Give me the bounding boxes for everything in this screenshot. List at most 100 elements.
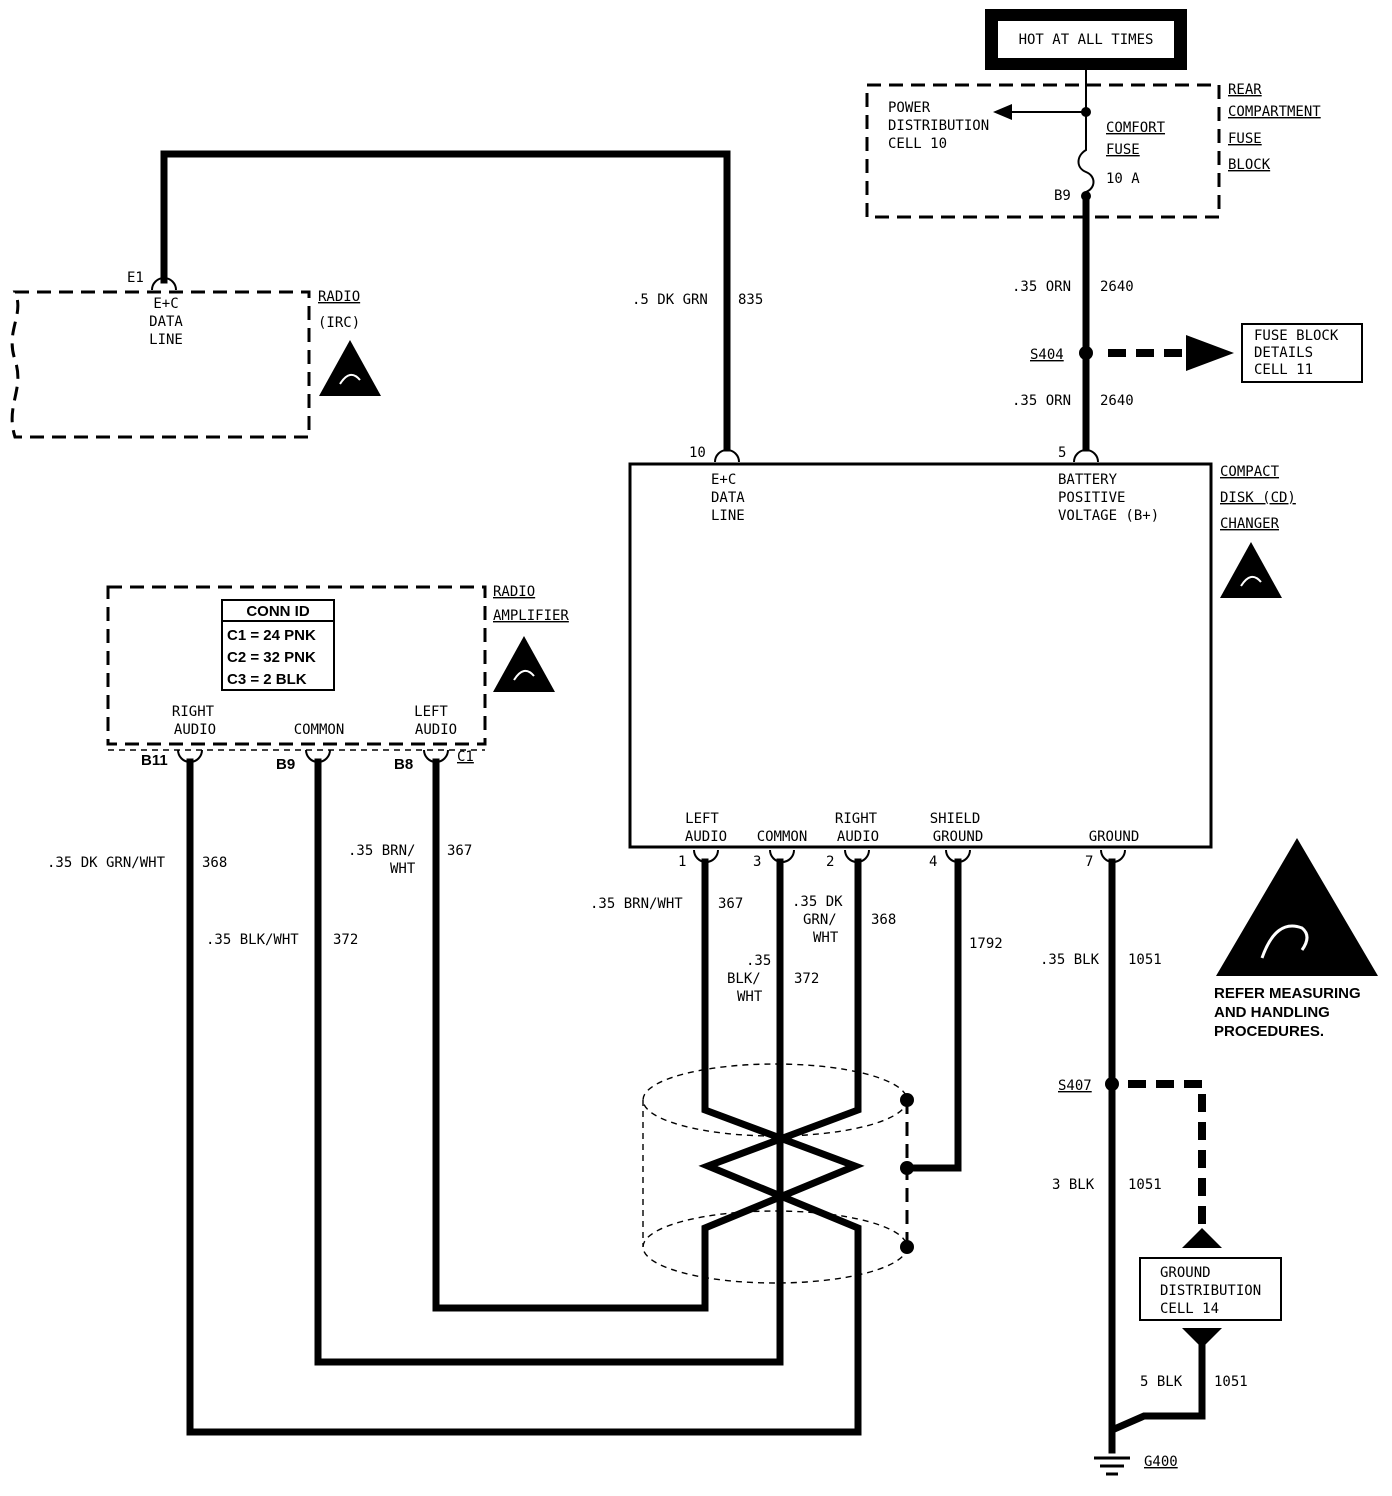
esd-note: PROCEDURES.: [1214, 1023, 1324, 1040]
cd-changer-name: DISK (CD): [1220, 490, 1296, 506]
amp-terminal-label: RIGHT: [172, 704, 215, 720]
fuse-name: COMFORT: [1106, 120, 1166, 136]
ground-distribution-box: GROUND DISTRIBUTION CELL 14: [1139, 1257, 1282, 1321]
ground-distribution-label: CELL 14: [1160, 1301, 1219, 1317]
radio-terminal-label: DATA: [149, 314, 183, 330]
fuse-block-name: REAR: [1228, 82, 1262, 98]
fuse-rating: 10 A: [1106, 171, 1140, 187]
ground-distribution-label: DISTRIBUTION: [1160, 1283, 1261, 1299]
amp-terminal-label: COMMON: [294, 722, 345, 738]
amp-terminal-label: LEFT: [414, 704, 448, 720]
wire-circuit-label: 372: [794, 971, 819, 987]
cd-pin-label: 1: [678, 854, 686, 870]
radio-amplifier: CONN ID C1 = 24 PNK C2 = 32 PNK C3 = 2 B…: [106, 584, 569, 773]
cd-pin-label: 3: [753, 854, 761, 870]
wire-circuit-label: 367: [447, 843, 472, 859]
ground-distribution-label: GROUND: [1160, 1265, 1211, 1281]
wire-circuit-label: 2640: [1100, 279, 1134, 295]
wire-835: .5 DK GRN 835: [160, 150, 763, 452]
ground-point-label: G400: [1144, 1454, 1178, 1470]
amp-terminal-label: AUDIO: [415, 722, 457, 738]
wire-gauge-label: .35 DK GRN/WHT: [47, 855, 166, 871]
wire-gauge-label: .35 BLK: [1040, 952, 1100, 968]
conn-id-row: C2 = 32 PNK: [227, 649, 316, 666]
wire-2640: .35 ORN 2640 S404 .35 ORN 2640: [1012, 192, 1234, 452]
amp-connector-label: C1: [457, 749, 474, 765]
wire-gauge-label: WHT: [737, 989, 763, 1005]
splice-label: S407: [1058, 1078, 1092, 1094]
esd-warning-large: REFER MEASURING AND HANDLING PROCEDURES.: [1214, 838, 1378, 1040]
wire-gauge-label: .5 DK GRN: [632, 292, 708, 308]
cd-terminal-label: E+C: [711, 472, 736, 488]
wire-gauge-label: WHT: [813, 930, 839, 946]
arrow-up-icon: [1182, 1228, 1222, 1248]
radio-pin-label: E1: [127, 270, 144, 286]
amp-terminal-label: AUDIO: [174, 722, 216, 738]
wire-gauge-label: .35 ORN: [1012, 393, 1071, 409]
wire-circuit-label: 372: [333, 932, 358, 948]
cd-terminal-label: VOLTAGE (B+): [1058, 508, 1159, 524]
fuse-block-details-label: FUSE BLOCK: [1254, 328, 1339, 344]
esd-warning-icon: [1216, 838, 1378, 976]
esd-note: AND HANDLING: [1214, 1004, 1330, 1021]
cd-terminal-label: GROUND: [933, 829, 984, 845]
wire-circuit-label: 1051: [1128, 1177, 1162, 1193]
wire-gauge-label: .35 BLK/WHT: [206, 932, 299, 948]
fuse-block-name: BLOCK: [1228, 157, 1271, 173]
rear-compartment-fuse-block: POWER DISTRIBUTION CELL 10 COMFORT FUSE …: [865, 70, 1321, 219]
fuse-pin-label: B9: [1054, 188, 1071, 204]
conn-id-row: C1 = 24 PNK: [227, 627, 316, 644]
wire-gauge-label: .35: [746, 953, 771, 969]
power-distribution-label: CELL 10: [888, 136, 947, 152]
cd-terminal-label: COMMON: [757, 829, 808, 845]
splice-label: S404: [1030, 347, 1064, 363]
cd-changer: 10 5 E+C DATA LINE BATTERY POSITIVE VOLT…: [628, 445, 1296, 870]
conn-id-title: CONN ID: [246, 603, 310, 620]
esd-warning-icon: [319, 340, 381, 396]
conn-id-row: C3 = 2 BLK: [227, 671, 307, 688]
power-distribution-label: POWER: [888, 100, 931, 116]
cd-terminal-label: AUDIO: [685, 829, 727, 845]
amp-pin-label: B11: [141, 752, 168, 769]
cd-terminal-label: GROUND: [1089, 829, 1140, 845]
hot-at-all-times-box: HOT AT ALL TIMES: [985, 9, 1187, 70]
fuse-block-name: COMPARTMENT: [1228, 104, 1321, 120]
cd-pin-label: 7: [1085, 854, 1093, 870]
amp-pin-label: B9: [276, 756, 295, 773]
cd-terminal-label: POSITIVE: [1058, 490, 1125, 506]
arrow-left-icon: [993, 104, 1012, 120]
wire-gauge-label: .35 BRN/: [348, 843, 415, 859]
power-distribution-label: DISTRIBUTION: [888, 118, 989, 134]
wire-gauge-label: .35 ORN: [1012, 279, 1071, 295]
wire-circuit-label: 368: [871, 912, 896, 928]
wire-gauge-label: BLK/: [727, 971, 761, 987]
wire-circuit-label: 1792: [969, 936, 1003, 952]
amplifier-name: RADIO: [493, 584, 535, 600]
radio-irc: E1 E+C DATA LINE RADIO (IRC): [10, 270, 381, 439]
cd-changer-name: COMPACT: [1220, 464, 1280, 480]
cd-pin-label: 10: [689, 445, 706, 461]
hot-at-all-times-label: HOT AT ALL TIMES: [1019, 32, 1154, 48]
cd-pin-label: 2: [826, 854, 834, 870]
wire-gauge-label: 5 BLK: [1140, 1374, 1183, 1390]
cd-changer-name: CHANGER: [1220, 516, 1280, 532]
radio-name: (IRC): [318, 315, 360, 331]
fuse-block-details-label: DETAILS: [1254, 345, 1313, 361]
splice-s407: [1105, 1077, 1119, 1091]
wire-gauge-label: .35 BRN/WHT: [590, 896, 683, 912]
arrow-down-icon: [1182, 1328, 1222, 1348]
wire-gauge-label: GRN/: [803, 912, 837, 928]
esd-note: REFER MEASURING: [1214, 985, 1361, 1002]
cd-terminal-label: BATTERY: [1058, 472, 1118, 488]
splice-s404: [1079, 346, 1093, 360]
wire-gauge-label: 3 BLK: [1052, 1177, 1095, 1193]
wire-circuit-label: 1051: [1128, 952, 1162, 968]
cd-terminal-label: DATA: [711, 490, 745, 506]
amp-pin-label: B8: [394, 756, 413, 773]
wire-circuit-label: 367: [718, 896, 743, 912]
cd-terminal-label: LEFT: [685, 811, 719, 827]
fuse-name: FUSE: [1106, 142, 1140, 158]
wire-circuit-label: 368: [202, 855, 227, 871]
wire-gauge-label: WHT: [390, 861, 416, 877]
ground-wire-1051: .35 BLK 1051 S407 3 BLK 1051 5 BLK 1051 …: [1040, 858, 1248, 1476]
